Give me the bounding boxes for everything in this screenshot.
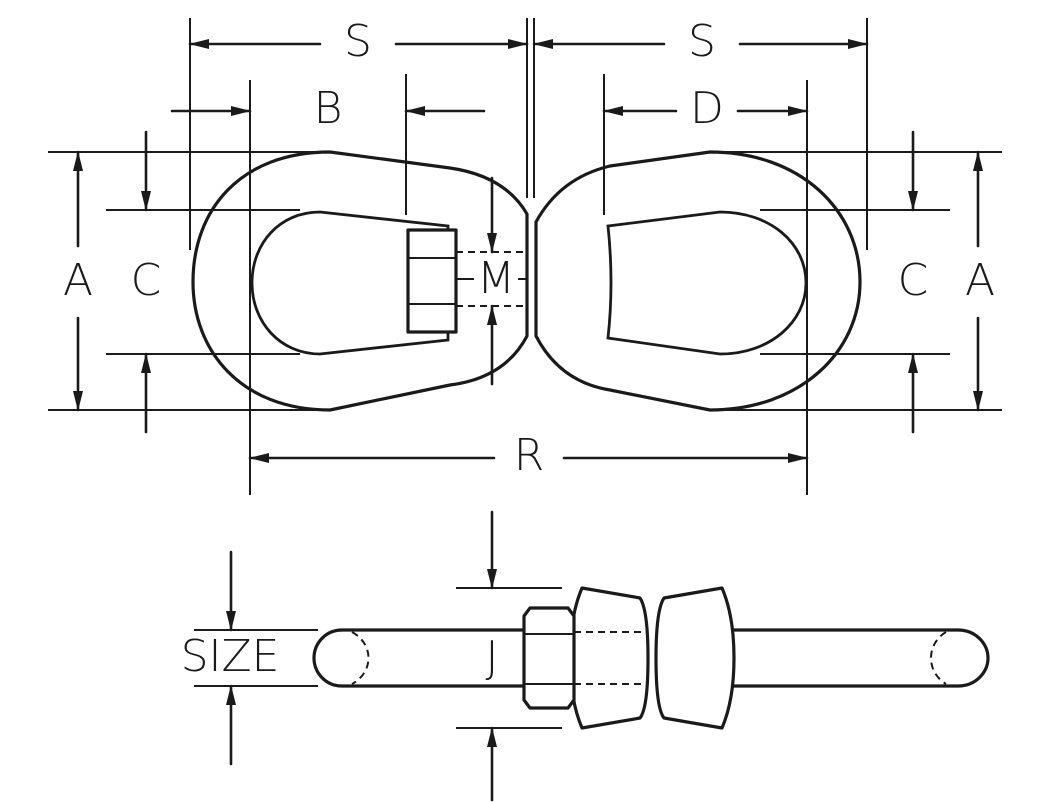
label-r: R [514,430,545,481]
label-c-right: C [898,255,929,306]
label-a-left: A [63,255,93,306]
right-bar-end-hidden [930,631,947,685]
dimension-d: D [602,83,809,134]
dimension-a-left: A [63,150,93,412]
dimension-s-left: S [188,16,529,67]
label-m: M [477,253,515,304]
label-d: D [690,83,724,134]
dimension-b: B [170,83,486,134]
right-bar [718,628,990,688]
label-a-right: A [965,255,995,306]
right-collar [654,586,736,730]
dimension-m: M [474,176,518,386]
left-bar [312,628,532,688]
label-c-left: C [131,255,162,306]
left-bar-end-hidden [351,631,370,685]
top-view: S S B D A C [48,16,1002,495]
dimension-a-right: A [965,150,995,412]
left-eye-hole [250,210,450,356]
side-nut [522,606,576,710]
side-view: J SIZE [170,510,990,802]
dimension-r: R [248,430,809,481]
dimension-c-right: C [898,130,929,434]
hex-nut [406,228,458,334]
label-j: J [486,632,499,683]
dimension-j: J [486,510,499,802]
dimension-c-left: C [131,130,162,434]
label-s-left: S [344,16,372,67]
dimension-s-right: S [532,16,869,67]
left-collar [568,586,650,730]
right-eye-hole [606,210,808,356]
label-s-right: S [688,16,716,67]
dimension-size: SIZE [170,550,292,766]
label-b: B [314,83,343,134]
label-size: SIZE [181,631,280,682]
